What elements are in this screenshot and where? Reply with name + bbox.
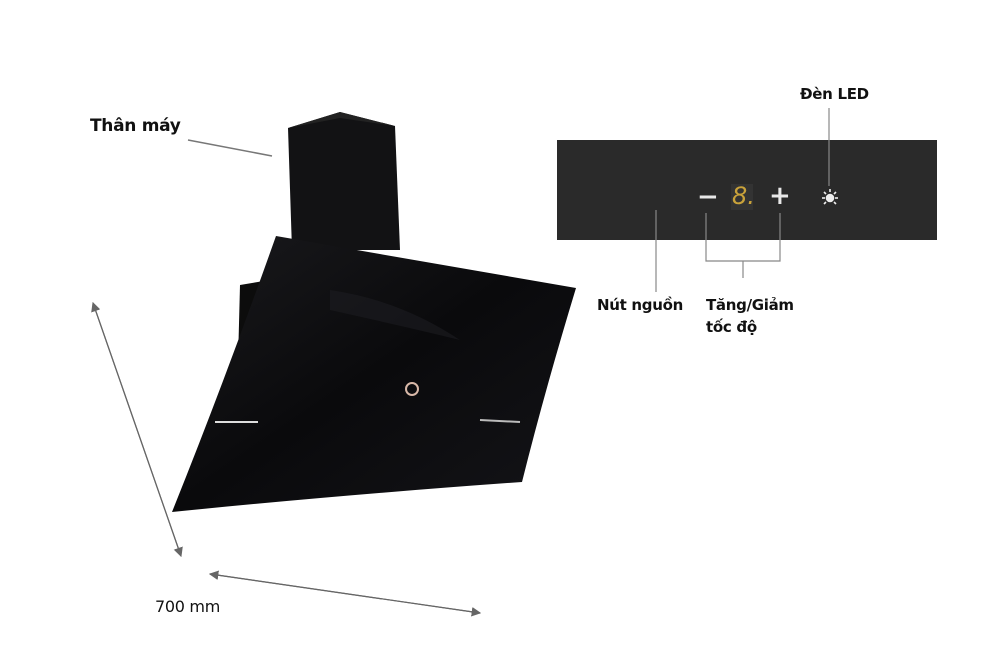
led-light-icon [822,189,838,205]
increase-speed-button[interactable]: + [769,181,791,211]
speed-display-bg [731,184,753,210]
led-label: Đèn LED [800,85,869,103]
speed-label-line1: Tăng/Giảm [706,296,794,314]
hood-glass-panel [172,236,576,512]
power-button-icon [405,382,419,396]
decrease-speed-button[interactable]: − [697,182,719,212]
speed-display: 8. [732,182,755,210]
body-label: Thân máy [90,116,181,136]
width-label: 700 mm [155,597,220,616]
chimney-top [288,112,395,128]
power-button-label: Nút nguồn [597,296,684,314]
chimney [288,112,400,250]
speed-label-line2: tốc độ [706,318,757,336]
